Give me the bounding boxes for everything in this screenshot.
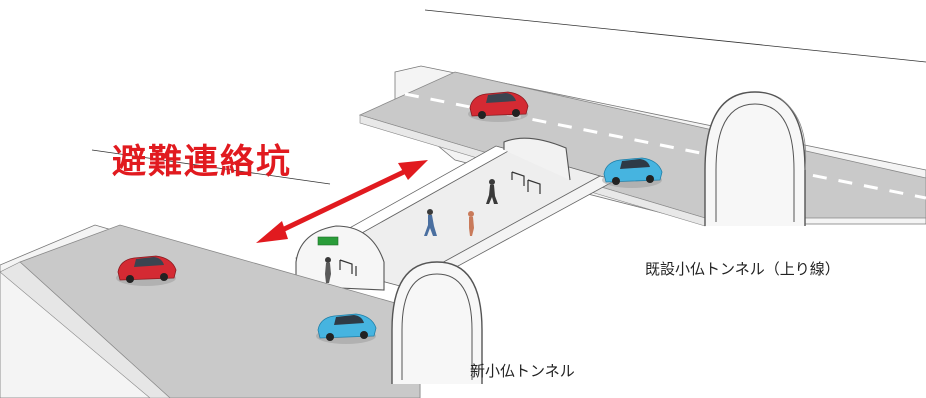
existing-tunnel-portal — [704, 91, 807, 226]
red-car-lower — [116, 255, 177, 286]
blue-car-upper — [602, 157, 663, 188]
pedestrian-figures — [325, 179, 498, 283]
guide-lines — [91, 9, 926, 185]
exit-sign — [317, 236, 339, 246]
existing-tunnel-label: 既設小仏トンネル（上り線） — [645, 260, 840, 278]
diagram-title: 避難連絡坑 — [112, 142, 292, 182]
new-tunnel-label: 新小仏トンネル — [470, 362, 575, 380]
evacuation-passage — [294, 137, 618, 291]
new-tunnel-portal — [391, 261, 483, 384]
red-car-upper — [468, 91, 529, 122]
double-arrow-icon — [256, 160, 428, 243]
blue-car-lower — [316, 313, 377, 344]
